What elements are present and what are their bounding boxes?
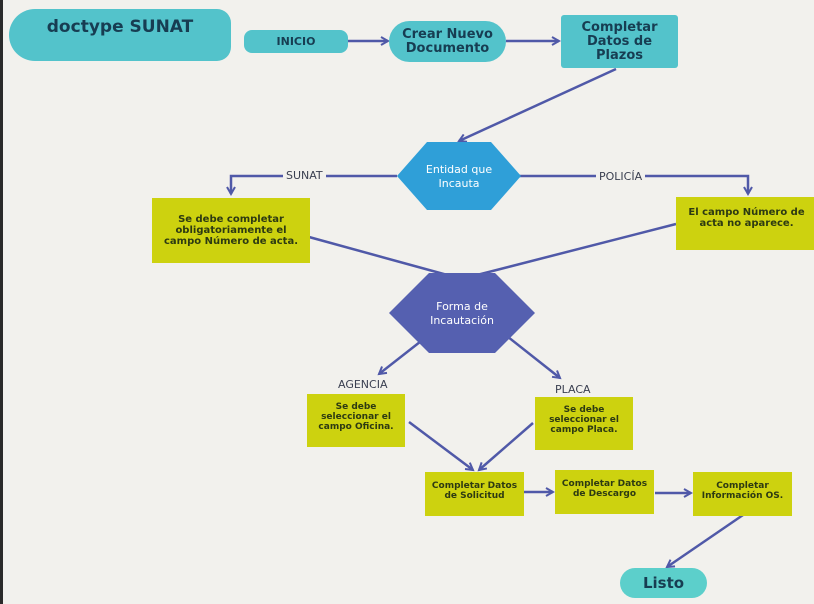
node-completar-informacion-os[interactable]: Completar Información OS.	[693, 472, 792, 516]
edge-label-agencia: AGENCIA	[335, 378, 391, 391]
decision-entidad-label: Entidad que Incauta	[425, 163, 493, 190]
edge-forma-placa	[502, 332, 560, 378]
edge-sunat-forma	[308, 235, 452, 278]
edge-placa-solicitud	[479, 422, 534, 470]
node-crear-nuevo-documento[interactable]: Crear Nuevo Documento	[389, 21, 506, 62]
edge-entidad-policia	[519, 174, 748, 194]
edge-label-policia: POLICÍA	[596, 170, 646, 183]
end-node-listo[interactable]: Listo	[620, 568, 707, 598]
node-placa-placa[interactable]: Se debe seleccionar el campo Placa.	[535, 397, 633, 450]
edge-plazos-entidad	[459, 67, 617, 141]
decision-forma-shape	[389, 273, 535, 353]
edge-label-sunat: SUNAT	[283, 169, 326, 182]
node-policia-numero-acta[interactable]: El campo Número de acta no aparece.	[676, 197, 814, 250]
node-completar-datos-descargo[interactable]: Completar Datos de Descargo	[555, 470, 654, 514]
node-completar-datos-solicitud[interactable]: Completar Datos de Solicitud	[425, 472, 524, 516]
start-node-inicio[interactable]: INICIO	[244, 30, 348, 53]
edge-agencia-solicitud	[408, 421, 473, 470]
flow-edges	[3, 0, 814, 604]
edge-label-placa: PLACA	[552, 383, 594, 396]
decision-forma-label: Forma de Incautación	[430, 300, 494, 327]
node-sunat-numero-acta[interactable]: Se debe completar obligatoriamente el ca…	[152, 198, 310, 263]
node-completar-datos-plazos[interactable]: Completar Datos de Plazos	[561, 15, 678, 68]
decision-entidad-shape	[397, 142, 521, 210]
edge-policia-forma	[472, 222, 677, 278]
node-agencia-oficina[interactable]: Se debe seleccionar el campo Oficina.	[307, 394, 405, 447]
edge-forma-agencia	[379, 337, 426, 374]
edge-info-listo	[667, 513, 744, 567]
diagram-title: doctype SUNAT	[9, 9, 231, 61]
edge-entidad-sunat	[231, 174, 397, 194]
